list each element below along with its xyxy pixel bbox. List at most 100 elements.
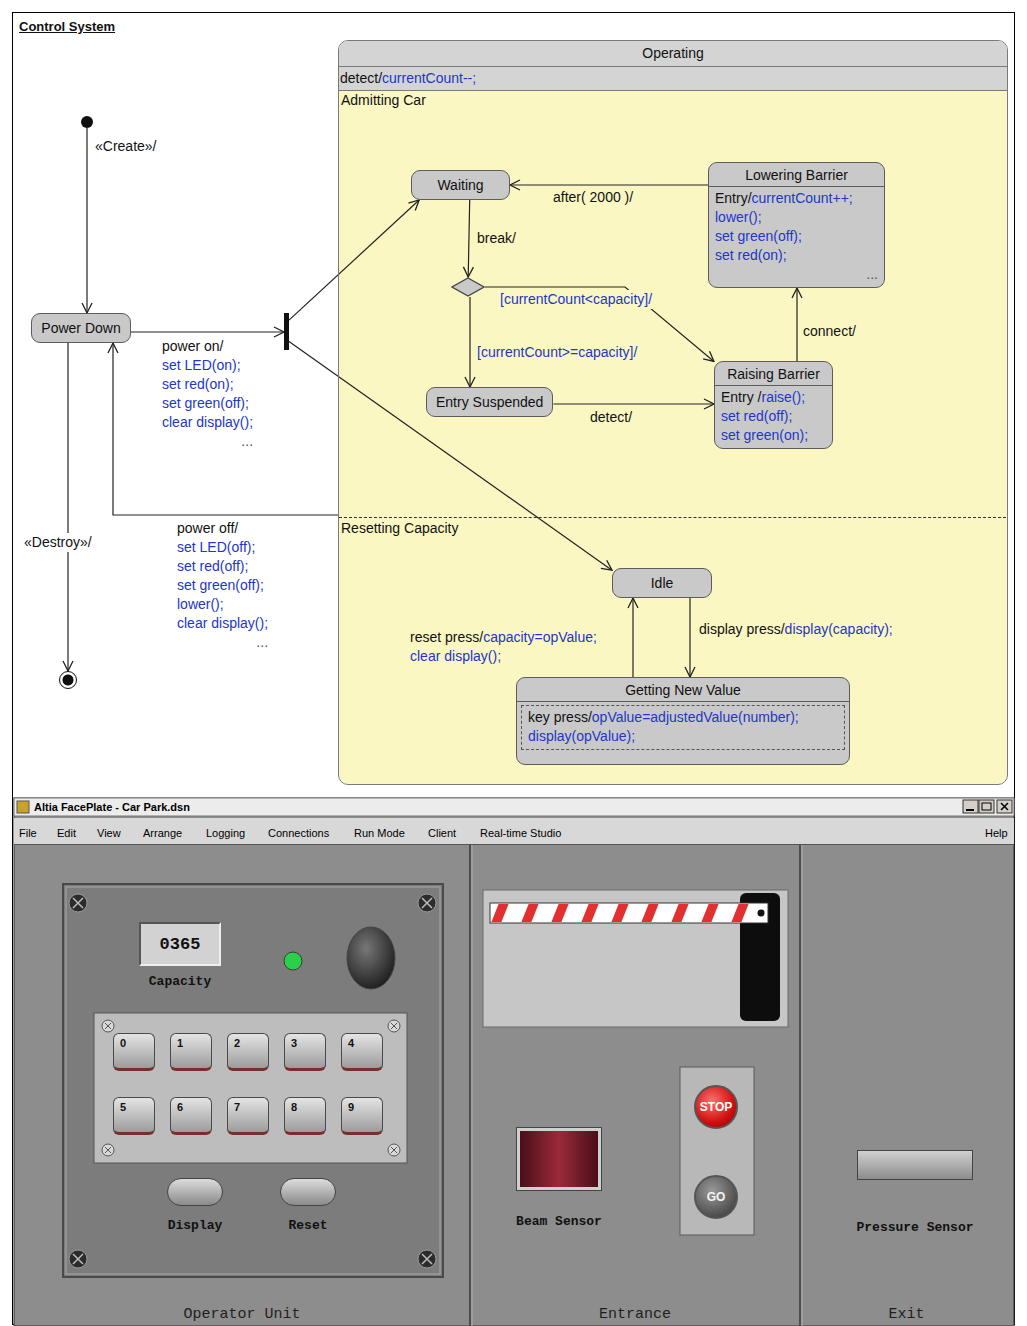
code-line: [currentCount<capacity]/	[500, 290, 652, 309]
screw-slot	[105, 1147, 111, 1153]
trigger-text: display press/	[699, 621, 785, 637]
state-box: Raising BarrierEntry /raise(); set red(o…	[714, 361, 833, 449]
trigger-text: power off/	[177, 520, 238, 536]
transition-label: power off/ set LED(off); set red(off); s…	[175, 519, 270, 652]
state-actions: Entry /raise(); set red(off); set green(…	[715, 386, 832, 448]
code-line: break/	[477, 229, 516, 248]
panel-caption: Exit	[888, 1306, 924, 1326]
state-name: Waiting	[437, 177, 483, 193]
power-led	[284, 952, 302, 970]
control-panel: Exit Pressure Sensor	[800, 845, 1013, 1326]
trigger-text: detect/	[590, 409, 632, 425]
code-line: set red(on);	[162, 375, 253, 394]
keypad-key: 2	[227, 1033, 269, 1071]
transition-label: detect/	[588, 408, 634, 427]
code-line: set green(on);	[721, 426, 826, 445]
trigger-text: Entry/	[715, 190, 752, 206]
plate-highlight	[66, 887, 440, 1274]
key-label: 9	[342, 1098, 382, 1113]
control-caption: Pressure Sensor	[856, 1220, 973, 1235]
menu-item: Run Mode	[354, 827, 405, 839]
push-button	[167, 1178, 223, 1206]
action-text: raise();	[761, 389, 805, 405]
state-box: Lowering BarrierEntry/currentCount++; lo…	[708, 162, 885, 288]
code-line: Entry/currentCount++;	[715, 189, 878, 208]
keypad-key: 0	[113, 1033, 155, 1071]
menu-item: Arrange	[143, 827, 182, 839]
key-label: 4	[342, 1034, 382, 1049]
state-name: Idle	[651, 575, 674, 591]
state-region: Admitting CarWaitingLowering BarrierEntr…	[339, 90, 1006, 517]
screw-head	[69, 1250, 87, 1268]
code-line: lower();	[177, 595, 268, 614]
title-bar	[14, 798, 1014, 816]
menu-item: Client	[428, 827, 456, 839]
state-name: Operating	[339, 41, 1007, 67]
trigger-text: power on/	[162, 338, 223, 354]
code-line: detect/currentCount--;	[340, 67, 1007, 90]
diamond-shape	[452, 278, 484, 296]
code-line: clear display();	[410, 647, 597, 666]
code-line: set LED(off);	[177, 538, 268, 557]
code-line: [currentCount>=capacity]/	[477, 343, 637, 362]
transition-label: after( 2000 )/	[551, 188, 635, 207]
screw	[418, 1250, 436, 1268]
barrier-pivot	[758, 910, 765, 917]
menu-item: View	[97, 827, 121, 839]
action-text: opValue=adjustedValue(number);	[592, 709, 799, 725]
code-line: clear display();	[177, 614, 268, 633]
menu-item: Edit	[57, 827, 76, 839]
transition-label: break/	[475, 229, 518, 248]
menu-bar	[14, 818, 1014, 844]
key-label: 7	[228, 1098, 268, 1113]
key-label: 2	[228, 1034, 268, 1049]
transition-arrow	[469, 297, 470, 387]
state-actions: key press/opValue=adjustedValue(number);…	[521, 705, 845, 750]
app-icon	[17, 801, 29, 813]
state-name: Getting New Value	[517, 678, 849, 702]
code-line: power off/	[177, 519, 268, 538]
screw	[388, 1144, 400, 1156]
key-label: 3	[285, 1034, 325, 1049]
trigger-text: Entry /	[721, 389, 761, 405]
panel-caption: Entrance	[599, 1306, 671, 1326]
transition-arrow	[689, 598, 690, 677]
code-line: display(opValue);	[528, 727, 838, 746]
transition-label: «Create»/	[93, 137, 158, 156]
trigger-text: «Create»/	[95, 138, 156, 154]
control-unit: Display	[163, 1178, 227, 1234]
transition-arrow	[131, 331, 284, 332]
trigger-text: after( 2000 )/	[553, 189, 633, 205]
initial-state	[81, 116, 93, 128]
state-box: Idle	[612, 568, 712, 598]
code-line: detect/	[590, 408, 632, 427]
window-title: Altia FacePlate - Car Park.dsn	[34, 801, 190, 813]
state-name: Entry Suspended	[436, 394, 543, 410]
pressure-sensor	[857, 1150, 973, 1180]
trigger-text: connect/	[803, 323, 856, 339]
barrier-view	[483, 890, 788, 1027]
code-line: connect/	[803, 322, 856, 341]
code-line: set red(off);	[177, 557, 268, 576]
button-plate	[680, 1067, 754, 1235]
screw-head	[102, 1144, 114, 1156]
button-label: GO	[707, 1190, 726, 1204]
control-caption: Reset	[288, 1218, 327, 1233]
code-line: after( 2000 )/	[553, 188, 633, 207]
keypad-key: 5	[113, 1097, 155, 1135]
action-text: display(capacity);	[785, 621, 893, 637]
operator-plate	[63, 884, 443, 1277]
panel-divider	[469, 845, 471, 1326]
screw-slot	[105, 1023, 111, 1029]
minimize-glyph	[966, 809, 974, 811]
screw	[102, 1020, 114, 1032]
barrier-stripes	[491, 904, 753, 922]
screw-slot	[73, 898, 83, 908]
push-button	[280, 1178, 336, 1206]
state-actions: Entry/currentCount++; lower(); set green…	[709, 187, 884, 287]
screw	[69, 894, 87, 912]
code-line: lower();	[715, 208, 878, 227]
transition-arrow	[553, 403, 714, 404]
code-line: power on/	[162, 337, 253, 356]
control-panel: EntranceBeam SensorSTOPGO	[470, 845, 800, 1326]
